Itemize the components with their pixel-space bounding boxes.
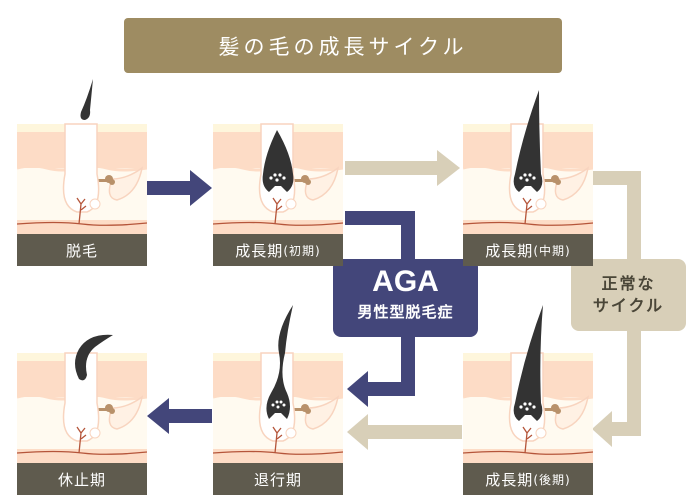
stage-label-taikoki: 退行期 <box>213 463 343 495</box>
stage-kyushiki: 休止期 <box>17 303 147 495</box>
hair-illustration-datsumo <box>17 79 147 234</box>
stage-label-koki: 成長期(後期) <box>463 463 593 495</box>
hair-illustration-shoki <box>213 122 343 234</box>
stage-label-kyushiki: 休止期 <box>17 463 147 495</box>
hair-illustration-taikoki <box>213 305 343 463</box>
stage-seichoki-shoki: 成長期(初期) <box>213 74 343 266</box>
stage-taikoki: 退行期 <box>213 303 343 495</box>
stage-datsumo: 脱毛 <box>17 74 147 266</box>
normal-cycle-box: 正常な サイクル <box>571 259 686 331</box>
arrow-datsumo-to-shoki <box>147 170 212 206</box>
aga-subtitle: 男性型脱毛症 <box>357 303 454 321</box>
stage-label-datsumo: 脱毛 <box>17 234 147 266</box>
stage-label-shoki: 成長期(初期) <box>213 234 343 266</box>
arrow-shoki-to-chuki <box>345 150 460 186</box>
aga-title: AGA <box>372 265 439 298</box>
stage-label-chuki: 成長期(中期) <box>463 234 593 266</box>
stage-seichoki-koki: 成長期(後期) <box>463 303 593 495</box>
page-title: 髪の毛の成長サイクル <box>124 18 562 73</box>
arrow-koki-to-taikoki <box>347 414 462 450</box>
normal-cycle-line2: サイクル <box>592 296 665 315</box>
aga-box: AGA 男性型脱毛症 <box>333 259 478 337</box>
hair-illustration-kyushiki <box>17 334 147 463</box>
normal-cycle-line1: 正常な <box>601 274 656 293</box>
hair-illustration-koki <box>463 305 593 463</box>
hair-illustration-chuki <box>463 90 593 234</box>
stage-seichoki-chuki: 成長期(中期) <box>463 74 593 266</box>
arrow-taikoki-to-kyushiki <box>147 398 212 434</box>
